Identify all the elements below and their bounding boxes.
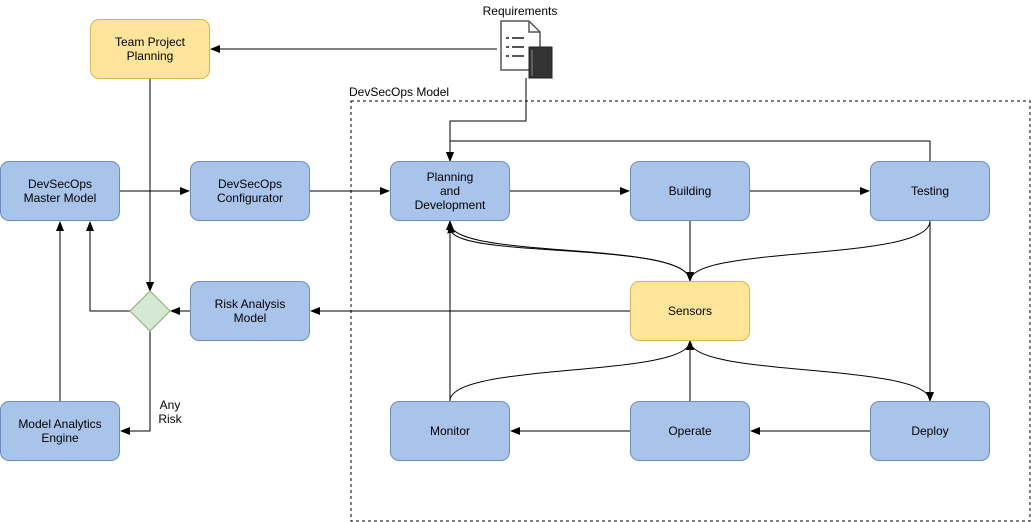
edge-planning-sensors <box>449 228 694 282</box>
requirements-label: Requirements <box>482 4 558 18</box>
edge-monitor-to-sensors <box>449 340 694 402</box>
edge-decision-to-master <box>86 221 130 312</box>
model-analytics-engine-node[interactable]: Model Analytics Engine <box>0 401 120 461</box>
edge-testing-to-sensors <box>686 220 931 282</box>
any-risk-label: Any Risk <box>158 398 182 426</box>
edge-requirements-to-planning <box>446 78 527 162</box>
team-project-planning-node[interactable]: Team Project Planning <box>90 19 210 79</box>
devsecops-model-label: DevSecOps Model <box>349 85 450 99</box>
building-node[interactable]: Building <box>630 161 750 221</box>
edge-deploy-to-sensors <box>686 340 931 402</box>
sensors-node[interactable]: Sensors <box>630 281 750 341</box>
devsecops-master-model-node[interactable]: DevSecOps Master Model <box>0 161 120 221</box>
deploy-node[interactable]: Deploy <box>870 401 990 461</box>
edge-testing-to-planning <box>446 140 931 162</box>
edge-sensors-planning <box>447 223 691 282</box>
planning-development-node[interactable]: Planning and Development <box>390 161 510 221</box>
risk-analysis-model-node[interactable]: Risk Analysis Model <box>190 281 310 341</box>
monitor-node[interactable]: Monitor <box>390 401 510 461</box>
edge-decision-to-analytics <box>120 331 151 435</box>
decision-diamond <box>129 290 171 332</box>
testing-node[interactable]: Testing <box>870 161 990 221</box>
devsecops-configurator-node[interactable]: DevSecOps Configurator <box>190 161 310 221</box>
operate-node[interactable]: Operate <box>630 401 750 461</box>
document-icon <box>500 20 553 79</box>
